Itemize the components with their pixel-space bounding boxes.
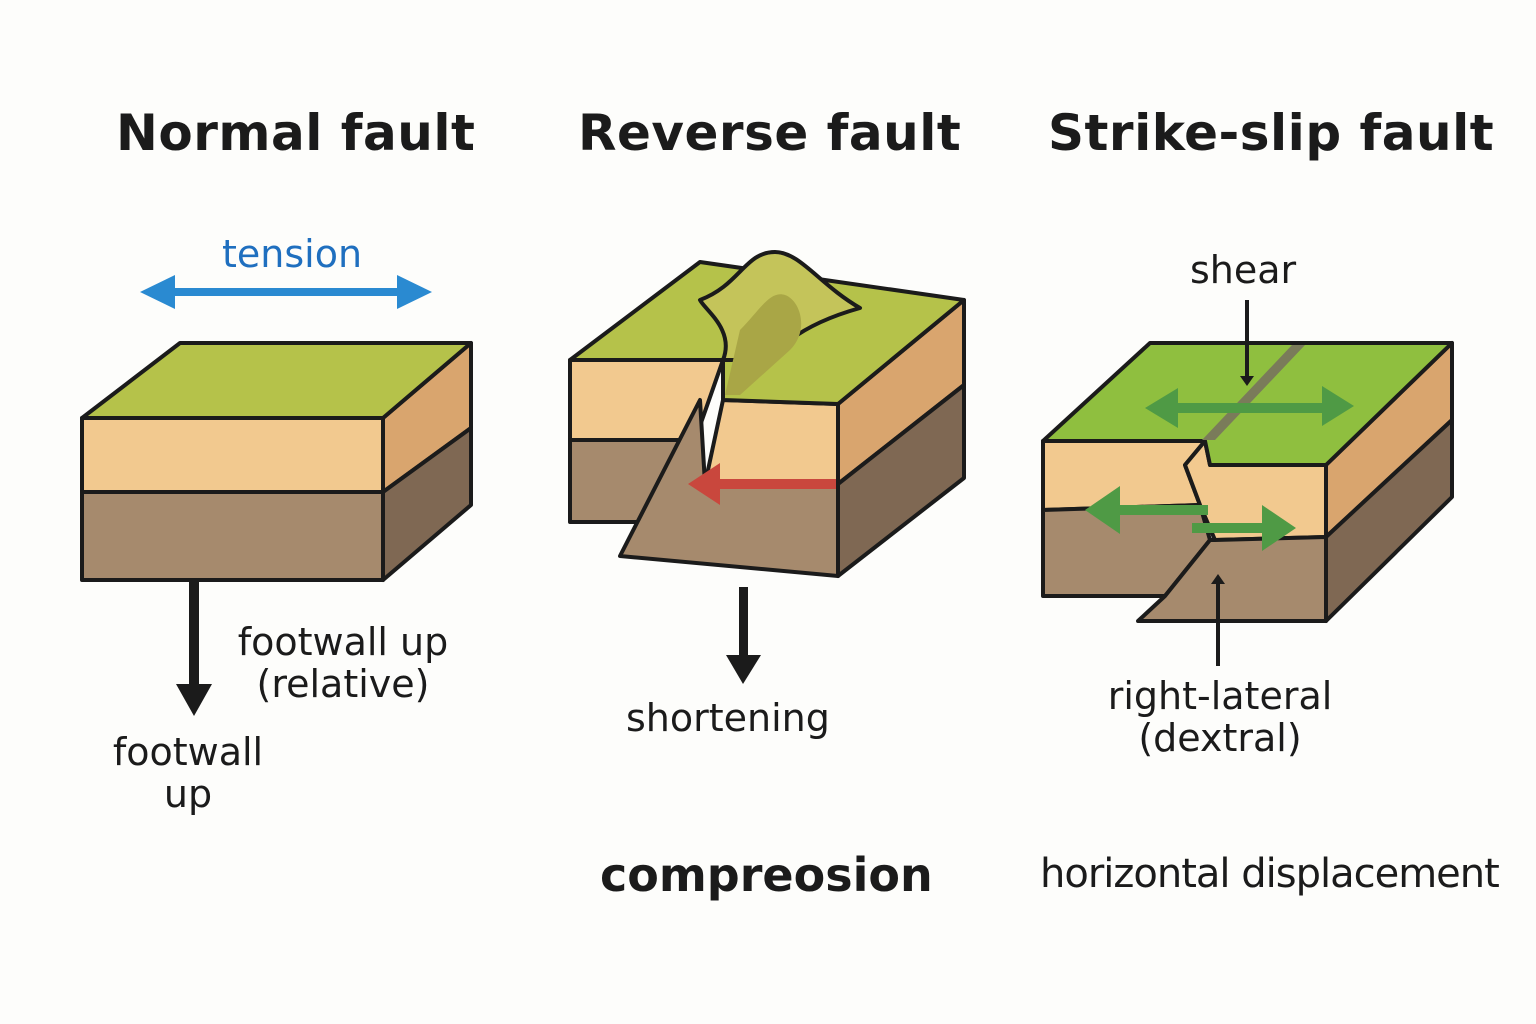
strike-front-left-sand xyxy=(1041,439,1207,512)
reverse-fault-title: Reverse fault xyxy=(578,104,962,162)
reverse-fault-block xyxy=(568,250,966,578)
right-lateral-line-2: (dextral) xyxy=(1138,715,1302,760)
normal-down-arrow xyxy=(176,580,212,716)
normal-block-front-sand xyxy=(80,416,385,494)
shortening-down-arrow xyxy=(726,587,761,684)
horizontal-displacement-label: horizontal displacement xyxy=(1040,851,1500,897)
right-lateral-label: right-lateral (dextral) xyxy=(1098,674,1342,760)
footwall-relative-line-1: footwall up xyxy=(237,620,449,664)
strike-front-right-rock xyxy=(1136,535,1328,623)
shear-arrows-front xyxy=(1085,486,1296,551)
normal-fault-title: Normal fault xyxy=(116,104,476,162)
normal-fault-block xyxy=(80,341,473,582)
normal-block-top xyxy=(80,341,473,420)
shear-label: shear xyxy=(1190,248,1297,292)
strike-fault-trace xyxy=(1202,345,1305,440)
footwall-up-label: footwall up xyxy=(100,730,276,816)
strike-slip-block xyxy=(1041,341,1454,623)
footwall-relative-line-2: (relative) xyxy=(256,661,430,706)
footwall-up-line-2: up xyxy=(163,771,213,816)
right-lateral-line-1: right-lateral xyxy=(1107,674,1333,718)
footwall-up-line-1: footwall xyxy=(112,730,264,774)
reverse-front-right-sand xyxy=(703,398,840,486)
shear-pointer xyxy=(1240,300,1254,386)
compression-arrow xyxy=(688,463,836,505)
tension-label: tension xyxy=(222,232,363,276)
tension-arrow xyxy=(140,275,432,309)
shortening-label: shortening xyxy=(626,696,830,740)
footwall-relative-label: footwall up (relative) xyxy=(232,620,454,706)
compression-label: compreosion xyxy=(600,848,933,902)
right-lateral-pointer xyxy=(1211,574,1225,666)
normal-block-front-rock xyxy=(80,490,385,582)
shear-arrows-top xyxy=(1145,386,1354,428)
strike-slip-fault-title: Strike-slip fault xyxy=(1048,104,1495,162)
